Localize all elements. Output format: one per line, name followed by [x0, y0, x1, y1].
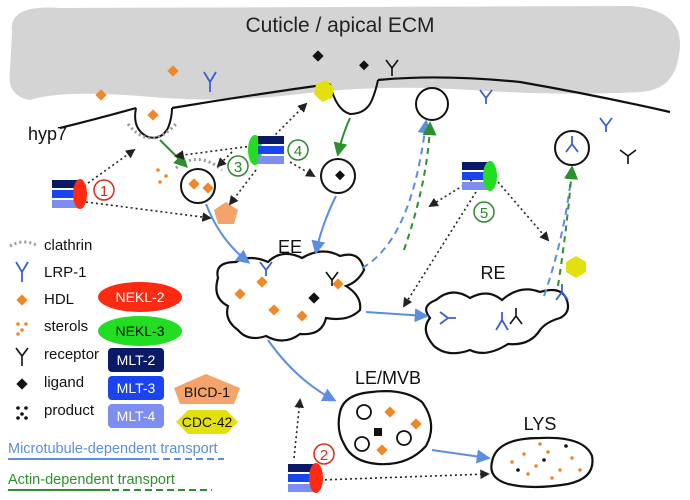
badge-mlt2: MLT-2: [108, 348, 164, 372]
legend-hdl: HDL: [44, 291, 74, 308]
legend-ligand: ligand: [44, 374, 84, 391]
step-4: 4: [287, 139, 309, 161]
clathrin-legend-icon: [9, 240, 39, 248]
product-legend-icon: [16, 406, 28, 420]
svg-text:3: 3: [234, 159, 242, 176]
hyp7-label: hyp7: [28, 124, 67, 144]
legend-microtubule: Microtubule-dependent transport: [8, 441, 218, 457]
badge-nekl2: NEKL-2: [98, 282, 182, 312]
kinase-complex-1: [52, 179, 87, 209]
legend-receptor: receptor: [44, 346, 99, 363]
cdc42-hexagon: [566, 256, 586, 278]
bicd1-pentagon: [214, 202, 238, 224]
svg-text:2: 2: [320, 447, 328, 464]
legend-clathrin: clathrin: [44, 237, 92, 254]
clathrin-coated-pit: [126, 107, 178, 140]
svg-text:NEKL-3: NEKL-3: [115, 323, 164, 339]
lysosome-product: [516, 444, 568, 472]
clathrin-vesicle: [175, 158, 223, 204]
lysosome: [490, 436, 594, 489]
ee-label: EE: [278, 237, 302, 257]
mvb-vesicle: [396, 430, 412, 446]
endocytic-pit: [329, 79, 379, 116]
legend-product: product: [44, 402, 95, 419]
sterols-legend-icon: [16, 322, 28, 336]
kinase-complex-4: [248, 135, 284, 165]
badge-cdc42: CDC-42: [176, 410, 238, 434]
recycling-vesicle-a: [415, 87, 449, 121]
svg-text:NEKL-2: NEKL-2: [115, 289, 164, 305]
recycling-vesicle-b: [554, 130, 590, 166]
cuticle-title: Cuticle / apical ECM: [245, 14, 434, 37]
legend-lrp1: LRP-1: [44, 264, 87, 281]
lrp1-legend-icon: [15, 261, 29, 282]
badge-mlt4: MLT-4: [108, 404, 164, 428]
svg-text:MLT-3: MLT-3: [117, 380, 156, 396]
receptors: [325, 59, 637, 325]
kinase-complex-2: [288, 463, 323, 493]
lrp1-receptors: [203, 71, 613, 331]
actin-arrows: [159, 117, 579, 287]
cuticle-shape: [9, 6, 680, 100]
cdc42-hexagon: [314, 80, 334, 102]
microtubule-arrows: [205, 119, 578, 464]
badge-bicd1: BICD-1: [174, 374, 240, 404]
step-2: 2: [313, 443, 335, 465]
receptor-legend-icon: [15, 347, 29, 366]
step-3: 3: [227, 155, 249, 177]
svg-text:CDC-42: CDC-42: [182, 414, 233, 430]
mvb-vesicle: [354, 436, 370, 452]
svg-text:BICD-1: BICD-1: [184, 384, 230, 400]
badge-nekl3: NEKL-3: [98, 316, 182, 346]
legend: clathrin LRP-1 HDL sterols receptor liga…: [9, 237, 99, 420]
svg-text:5: 5: [480, 205, 488, 222]
lysosome-sterols: [510, 442, 582, 480]
recycling-endosome: [424, 288, 570, 355]
svg-text:4: 4: [294, 143, 302, 160]
step-1: 1: [93, 179, 115, 201]
legend-sterols: sterols: [44, 318, 88, 335]
kinase-complex-5: [462, 161, 497, 191]
lys-label: LYS: [524, 414, 557, 434]
regulation-arrows: [83, 102, 550, 481]
le-mvb-label: LE/MVB: [355, 368, 421, 388]
mvb-vesicle: [356, 404, 372, 420]
ligands: [308, 50, 382, 436]
re-label: RE: [480, 263, 505, 283]
svg-text:MLT-2: MLT-2: [117, 352, 156, 368]
hdl-legend-icon: [16, 294, 28, 306]
svg-text:MLT-4: MLT-4: [117, 408, 156, 424]
legend-actin: Actin-dependent transport: [8, 472, 175, 488]
badge-mlt3: MLT-3: [108, 376, 164, 400]
plasma-membrane: [59, 76, 671, 130]
ligand-legend-icon: [16, 378, 28, 390]
step-5: 5: [473, 201, 495, 223]
sterol-dots: [156, 168, 168, 184]
svg-text:1: 1: [100, 183, 108, 200]
